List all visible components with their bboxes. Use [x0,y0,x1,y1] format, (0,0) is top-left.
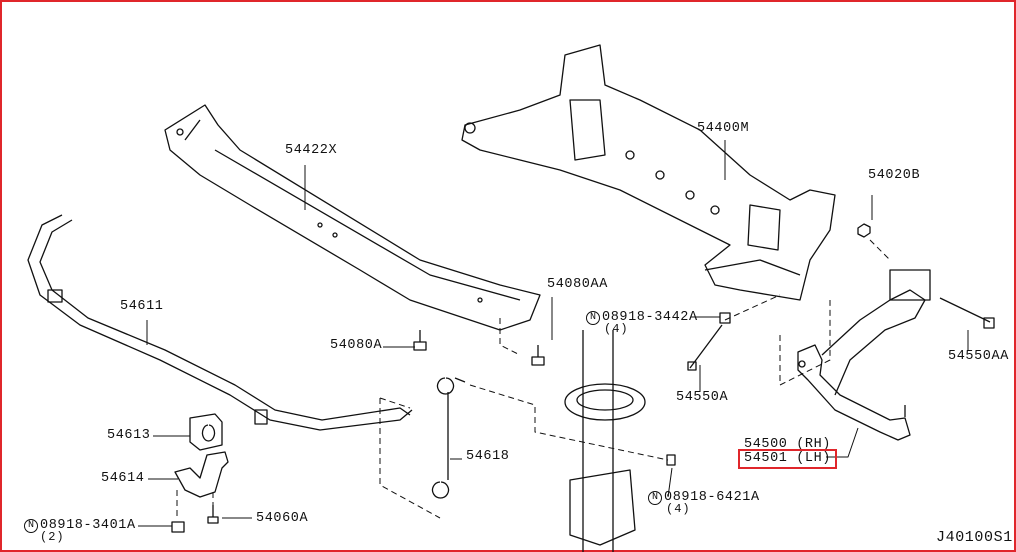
bolt-54080aa-drawing [531,345,545,366]
part-label-54080a[interactable]: 54080A [330,338,383,353]
crossmember-drawing [164,104,541,331]
bolt-54550a-drawing [687,324,723,371]
dashed-alignment-lines [176,239,891,520]
strut-drawing [564,330,676,552]
part-label-54614[interactable]: 54614 [101,471,145,486]
part-label-54422x[interactable]: 54422X [285,143,338,158]
part-label-54501-lh-highlighted[interactable]: 54501 (LH) [738,449,838,469]
nut-3442a-drawing [719,312,731,324]
leader-lines [138,140,969,527]
part-label-54611[interactable]: 54611 [120,299,164,314]
bolt-54550aa-drawing [939,297,995,329]
nut-3401a-drawing [171,521,185,533]
n-mark-icon: N [648,491,662,505]
n-mark-icon: N [24,519,38,533]
part-label-54550a[interactable]: 54550A [676,390,729,405]
clamp-drawing [174,451,229,498]
bolt-54060a-drawing [207,505,219,524]
n-mark-icon: N [586,311,600,325]
link-drawing [431,377,466,499]
stabilizer-drawing [27,214,413,431]
qty-08918-3442a: (4) [604,322,629,336]
part-label-54500-rh[interactable]: 54500 (RH) [744,437,832,452]
part-label-54618[interactable]: 54618 [466,449,510,464]
part-label-54020b[interactable]: 54020B [868,168,921,183]
part-label-54080aa[interactable]: 54080AA [547,277,608,292]
bolt-54080a-drawing [413,330,427,351]
part-label-54400m[interactable]: 54400M [697,121,750,136]
bushing-drawing [189,413,223,451]
subframe-drawing [461,44,836,301]
part-label-54613[interactable]: 54613 [107,428,151,443]
part-label-54060a[interactable]: 54060A [256,511,309,526]
nut-54020b-drawing [857,223,871,238]
qty-08918-6421a: (4) [666,502,691,516]
qty-08918-3401a: (2) [40,530,65,544]
control-arm-drawing [797,269,931,441]
diagram-code: J40100S1 [936,529,1013,546]
part-label-54550aa[interactable]: 54550AA [948,349,1009,364]
